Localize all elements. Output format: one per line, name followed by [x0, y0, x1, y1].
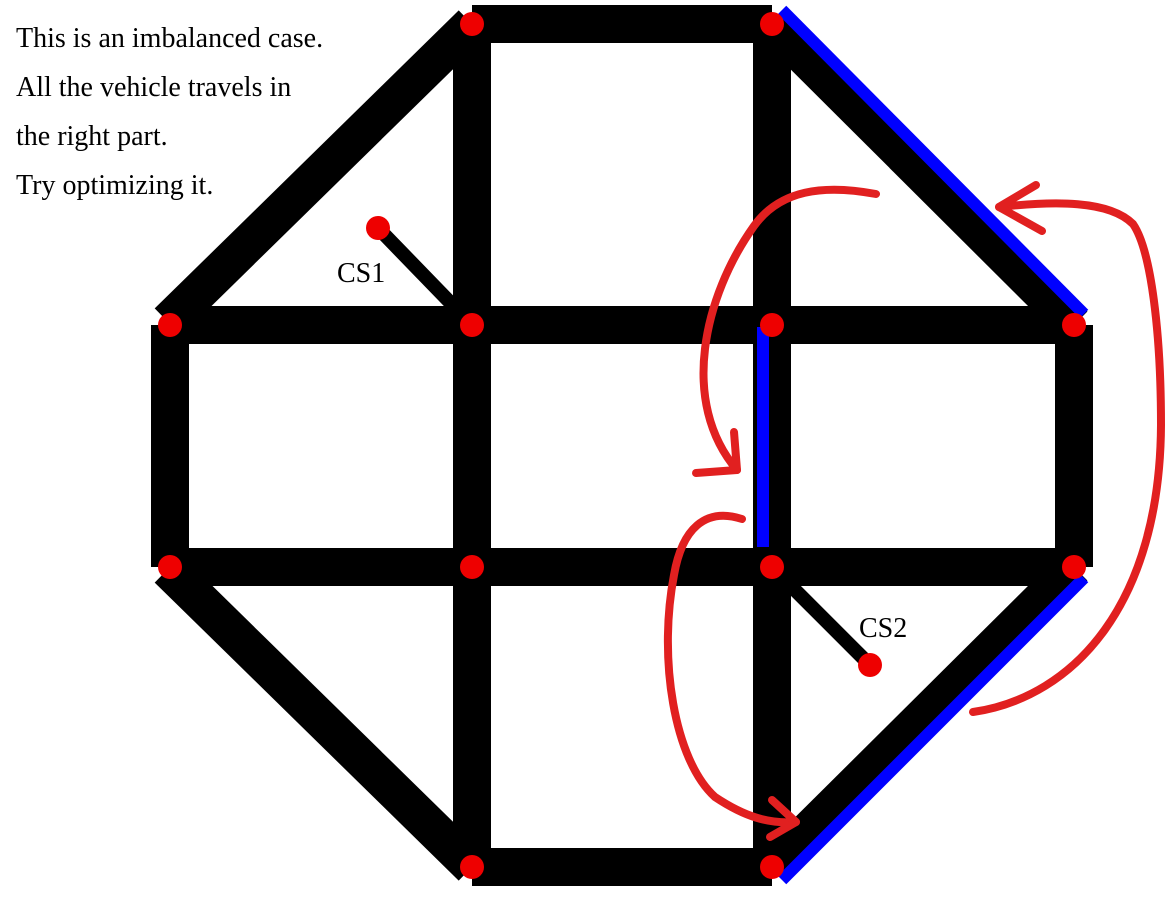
road-diagonal-top-left: [154, 10, 486, 336]
cs1-label: CS1: [337, 258, 385, 289]
road-diagonal-bottom-right: [758, 553, 1088, 881]
arrow-bottom-to-top-head: [995, 181, 1046, 235]
highlighted-route: [757, 5, 1089, 885]
cs2-label: CS2: [859, 613, 907, 644]
node-center-right-lower: [760, 555, 784, 579]
arrow-top-to-middle: [699, 185, 880, 474]
road-diagonal-top-right: [758, 10, 1088, 339]
node-bottom-left: [460, 855, 484, 879]
node-mid-left-lower: [158, 555, 182, 579]
road-diagonal-bottom-left: [154, 555, 486, 881]
node-center-left-upper: [460, 313, 484, 337]
cs1-spur: [371, 221, 479, 332]
arrow-middle-to-bottom: [663, 511, 800, 827]
node-center-right-upper: [760, 313, 784, 337]
node-mid-left-upper: [158, 313, 182, 337]
note-line-4: Try optimizing it.: [16, 170, 214, 201]
instruction-note: This is an imbalanced case. All the vehi…: [16, 14, 406, 210]
node-top-right: [760, 12, 784, 36]
road-segments: [151, 5, 1093, 886]
cs2-node: [858, 653, 882, 677]
arrow-bottom-to-top: [969, 199, 1165, 716]
cs1-node: [366, 216, 390, 240]
note-line-1: This is an imbalanced case.: [16, 23, 324, 54]
arrow-middle-to-bottom-head: [766, 796, 800, 841]
network-nodes: [158, 12, 1086, 879]
node-bottom-right: [760, 855, 784, 879]
arrow-top-to-middle-head: [692, 428, 741, 477]
node-mid-right-lower: [1062, 555, 1086, 579]
node-top-left: [460, 12, 484, 36]
station-spurs: [371, 221, 877, 672]
route-top-right-diagonal: [777, 5, 1089, 319]
node-mid-right-upper: [1062, 313, 1086, 337]
route-bottom-right-diagonal: [777, 573, 1089, 885]
annotation-arrows: [663, 181, 1165, 841]
cs2-spur: [765, 560, 877, 672]
node-center-left-lower: [460, 555, 484, 579]
note-line-2: All the vehicle travels in: [16, 72, 292, 103]
note-line-3: the right part.: [16, 121, 168, 152]
